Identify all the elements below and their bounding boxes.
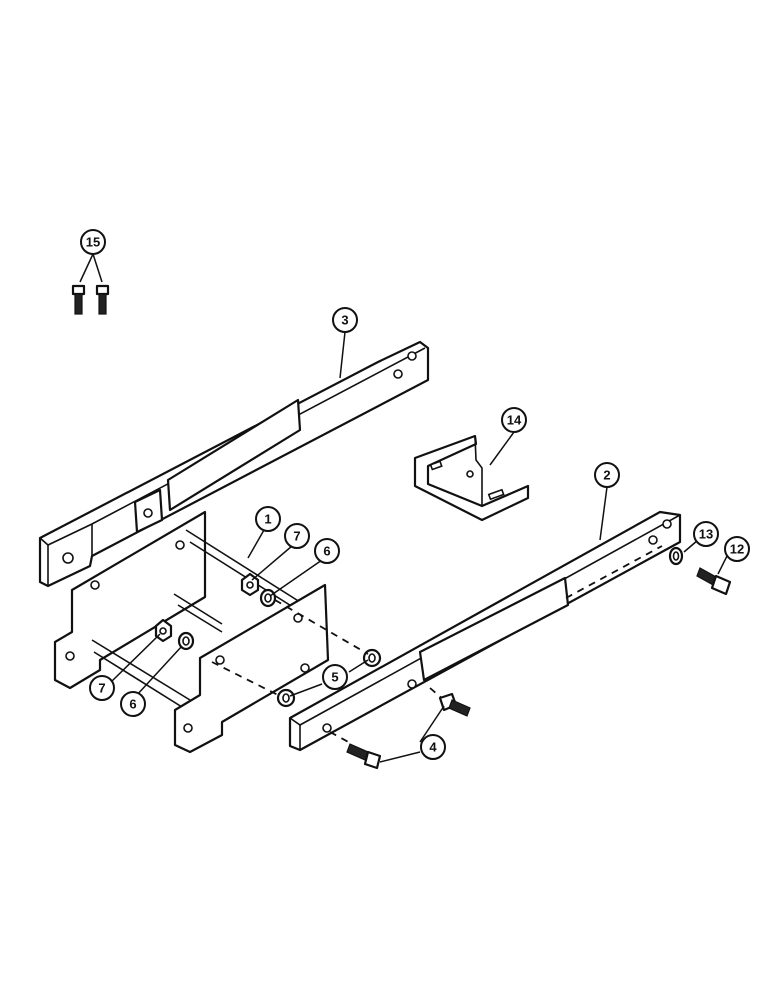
callout-7-upper-label: 7: [293, 529, 300, 544]
callout-7-lower-label: 7: [98, 681, 105, 696]
washer-13: [668, 546, 684, 566]
bracket-part-1: [53, 510, 330, 754]
callout-2-label: 2: [603, 468, 610, 483]
callout-5: 5: [322, 664, 348, 690]
callout-15-label: 15: [86, 235, 100, 250]
callout-4: 4: [420, 734, 446, 760]
callout-13: 13: [693, 521, 719, 547]
callout-7-lower: 7: [89, 675, 115, 701]
callout-3: 3: [332, 307, 358, 333]
callout-5-label: 5: [331, 670, 338, 685]
rail-part-2: [288, 510, 682, 752]
callout-1-label: 1: [264, 512, 271, 527]
callout-12-label: 12: [730, 542, 744, 557]
callout-6-upper: 6: [314, 538, 340, 564]
callout-13-label: 13: [699, 527, 713, 542]
callout-6-upper-label: 6: [323, 544, 330, 559]
callout-15: 15: [80, 229, 106, 255]
callout-2: 2: [594, 462, 620, 488]
leader-lines: [79, 253, 728, 763]
bolt-4-upper: [438, 692, 471, 717]
bolt-pair-15: [71, 284, 110, 315]
callout-14-label: 14: [507, 413, 522, 428]
washer-5-left: [276, 688, 296, 708]
callout-7-upper: 7: [284, 523, 310, 549]
rail-part-3: [38, 340, 430, 588]
callout-6-lower: 6: [120, 691, 146, 717]
nut-7-lower: [154, 618, 173, 643]
u-bracket-part-14: [413, 434, 530, 522]
bolt-12: [696, 567, 732, 596]
bolt-4-lower: [346, 743, 382, 770]
callout-6-lower-label: 6: [129, 697, 136, 712]
callout-12: 12: [724, 536, 750, 562]
callout-14: 14: [501, 407, 527, 433]
callout-3-label: 3: [341, 313, 348, 328]
callout-1: 1: [255, 506, 281, 532]
callout-4-label: 4: [429, 740, 437, 755]
washer-6-lower: [177, 631, 195, 651]
washer-6-upper: [259, 588, 277, 608]
